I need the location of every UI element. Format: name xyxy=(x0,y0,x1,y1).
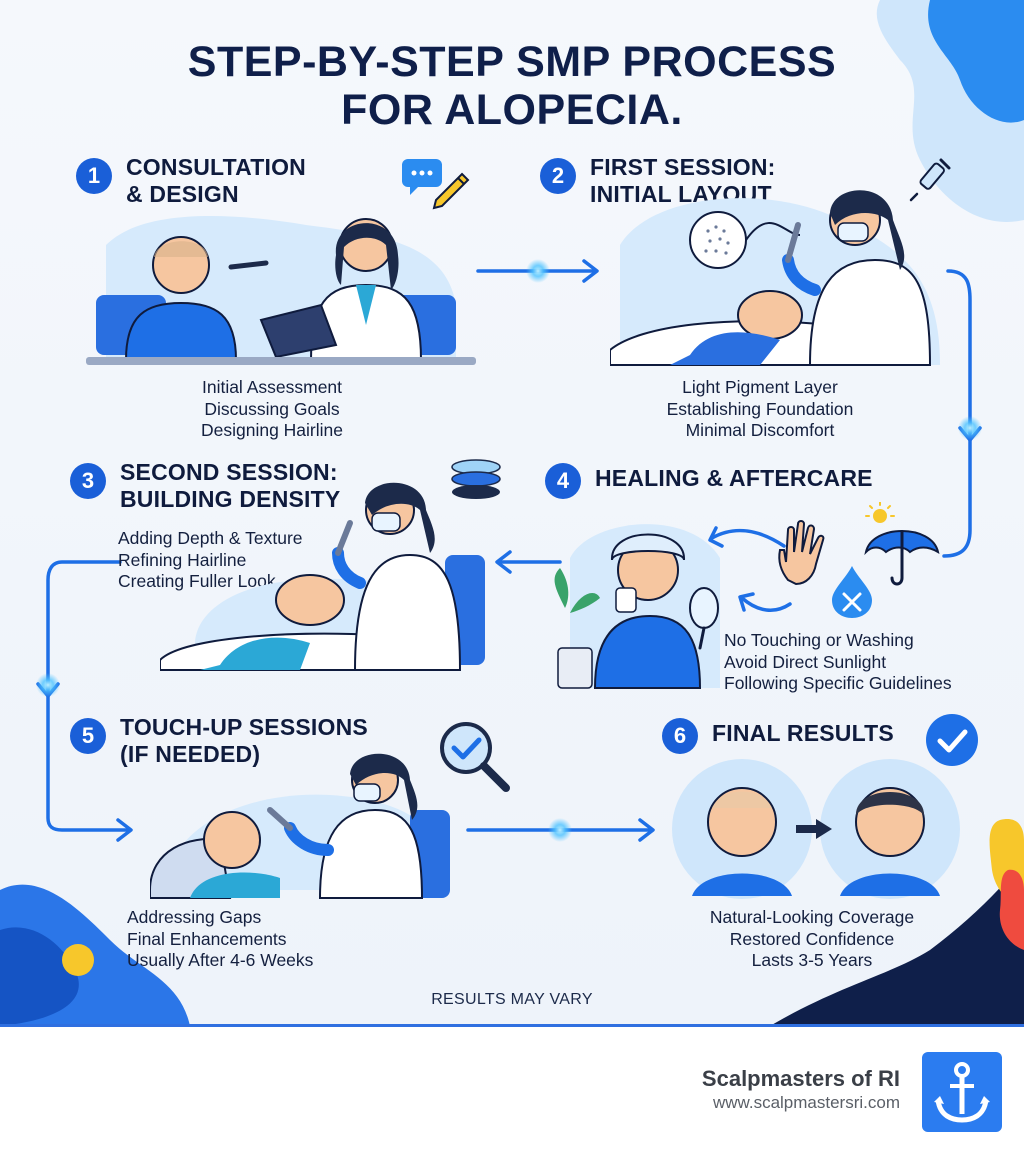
step-5-bullet-3: Usually After 4-6 Weeks xyxy=(127,950,314,970)
step-5-title: TOUCH-UP SESSIONS (IF NEEDED) xyxy=(120,714,368,767)
step-3-bullet-3: Creating Fuller Look xyxy=(118,571,276,591)
step-2-bullet-3: Minimal Discomfort xyxy=(685,420,835,440)
results-disclaimer: RESULTS MAY VARY xyxy=(431,991,593,1008)
title-line-2: FOR ALOPECIA. xyxy=(341,86,683,134)
step-6-bullet-3: Lasts 3-5 Years xyxy=(751,950,873,970)
step-4-bullets: No Touching or Washing Avoid Direct Sunl… xyxy=(724,630,1014,695)
step-6-bullets: Natural-Looking Coverage Restored Confid… xyxy=(672,907,952,972)
syringe-icon xyxy=(909,158,951,202)
chat-bubble-icon xyxy=(402,159,442,195)
step-2-bullet-2: Establishing Foundation xyxy=(666,398,854,419)
step-3-bullet-1: Adding Depth & Texture xyxy=(118,528,303,548)
anchor-logo-icon xyxy=(922,1052,1002,1132)
infographic-poster: STEP-BY-STEP SMP PROCESS FOR ALOPECIA. xyxy=(0,0,1024,1026)
no-touch-hand-icon xyxy=(778,520,825,586)
step-6-title: FINAL RESULTS xyxy=(712,720,894,746)
step-2-bullets: Light Pigment Layer Establishing Foundat… xyxy=(620,377,900,442)
step-1-number: 1 xyxy=(76,158,112,194)
umbrella-sun-icon xyxy=(864,502,940,586)
page-title: STEP-BY-STEP SMP PROCESS FOR ALOPECIA. xyxy=(0,38,1024,134)
checkmark-icon xyxy=(926,714,978,766)
step-1-bullet-2: Discussing Goals xyxy=(204,398,340,419)
step-6-bullet-1: Natural-Looking Coverage xyxy=(709,907,915,927)
pencil-icon xyxy=(432,172,470,210)
footer-divider xyxy=(0,1024,1024,1027)
step-4-header: 4 HEALING & AFTERCARE xyxy=(545,459,873,499)
step-6-before-after-scene xyxy=(672,759,960,899)
step-5-bullets: Addressing Gaps Final Enhancements Usual… xyxy=(127,907,387,972)
bottom-left-blob xyxy=(0,884,190,1026)
step-1-bullets: Initial Assessment Discussing Goals Desi… xyxy=(132,377,412,442)
step-1-bullet-1: Initial Assessment xyxy=(201,377,343,397)
step-4-title: HEALING & AFTERCARE xyxy=(595,465,873,491)
brand-url[interactable]: www.scalpmastersri.com xyxy=(712,1093,900,1112)
step-1-bullet-3: Designing Hairline xyxy=(200,420,344,440)
top-right-blob xyxy=(876,0,1024,222)
step-4-bullet-2: Avoid Direct Sunlight xyxy=(724,651,887,672)
step-4-bullet-3: Following Specific Guidelines xyxy=(724,673,952,693)
step-6-bullet-2: Restored Confidence xyxy=(729,928,895,949)
step-2-number: 2 xyxy=(540,158,576,194)
step-1-consultation-scene xyxy=(86,216,476,365)
step-2-bullet-1: Light Pigment Layer xyxy=(682,377,838,397)
step-6-header: 6 FINAL RESULTS xyxy=(662,714,894,754)
step-4-healing-scene xyxy=(554,524,720,689)
step-2-title: FIRST SESSION: INITIAL LAYOUT xyxy=(590,154,776,207)
step-3-bullet-2: Refining Hairline xyxy=(118,549,247,570)
step-5-bullet-1: Addressing Gaps xyxy=(127,907,262,927)
step-5-number: 5 xyxy=(70,718,106,754)
step-1-title: CONSULTATION & DESIGN xyxy=(126,154,306,207)
title-line-1: STEP-BY-STEP SMP PROCESS xyxy=(187,38,837,86)
step-3-second-session-scene xyxy=(160,482,485,671)
bottom-left-dot xyxy=(62,944,94,976)
step-5-touchup-scene xyxy=(150,753,450,899)
step-5-header: 5 TOUCH-UP SESSIONS (IF NEEDED) xyxy=(70,714,368,768)
step-3-bullets: Adding Depth & Texture Refining Hairline… xyxy=(118,528,358,593)
pigment-layers-icon xyxy=(451,459,501,499)
step-5-bullet-2: Final Enhancements xyxy=(127,928,287,949)
step-1-header: 1 CONSULTATION & DESIGN xyxy=(76,154,306,208)
flow-connectors xyxy=(36,259,982,842)
step-2-header: 2 FIRST SESSION: INITIAL LAYOUT xyxy=(540,154,776,208)
brand-block: Scalpmasters of RI www.scalpmastersri.co… xyxy=(702,1066,900,1114)
bottom-right-blob xyxy=(770,819,1024,1026)
no-water-icon xyxy=(832,566,872,618)
magnifier-check-icon xyxy=(440,722,510,792)
brand-name: Scalpmasters of RI xyxy=(701,1066,900,1091)
step-3-number: 3 xyxy=(70,463,106,499)
step-4-number: 4 xyxy=(545,463,581,499)
step-6-number: 6 xyxy=(662,718,698,754)
step-3-header: 3 SECOND SESSION: BUILDING DENSITY xyxy=(70,459,340,513)
step-3-title: SECOND SESSION: BUILDING DENSITY xyxy=(120,459,341,512)
step-2-first-session-scene xyxy=(610,190,940,366)
step-4-bullet-1: No Touching or Washing xyxy=(724,630,914,650)
